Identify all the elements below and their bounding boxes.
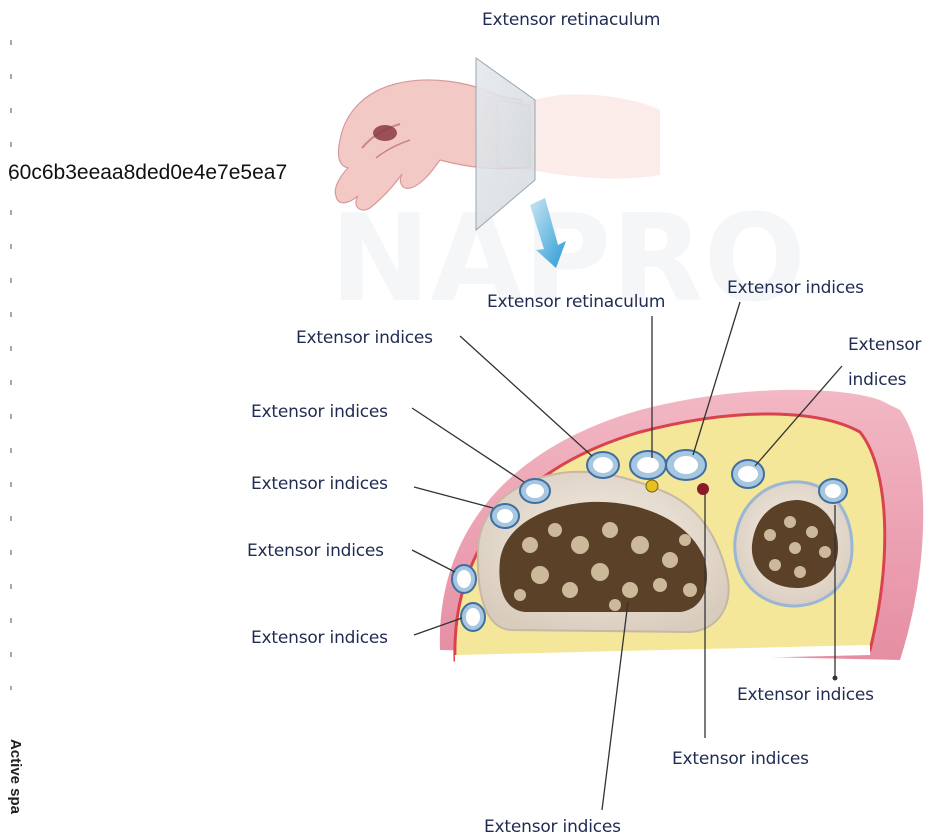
label-extensor-retinaculum: Extensor retinaculum <box>487 292 665 312</box>
side-rotated-text: Active spa <box>7 739 24 814</box>
label-left-1: Extensor indices <box>296 328 433 348</box>
label-right-extensor: Extensor <box>848 335 921 355</box>
label-left-4: Extensor indices <box>247 541 384 561</box>
object-id-text: 60c6b3eeaa8ded0e4e7e5ea7 <box>8 161 287 185</box>
label-bottom-mid: Extensor indices <box>672 749 809 769</box>
label-bottom: Extensor indices <box>484 817 621 837</box>
yellow-node <box>646 480 658 492</box>
cross-section <box>440 390 923 660</box>
label-bottom-right: Extensor indices <box>737 685 874 705</box>
red-node <box>697 483 709 495</box>
label-top-right: Extensor indices <box>727 278 864 298</box>
label-right-indices: indices <box>848 370 906 390</box>
label-left-3: Extensor indices <box>251 474 388 494</box>
label-top-extensor-retinaculum: Extensor retinaculum <box>482 10 660 30</box>
label-left-5: Extensor indices <box>251 628 388 648</box>
label-left-2: Extensor indices <box>251 402 388 422</box>
